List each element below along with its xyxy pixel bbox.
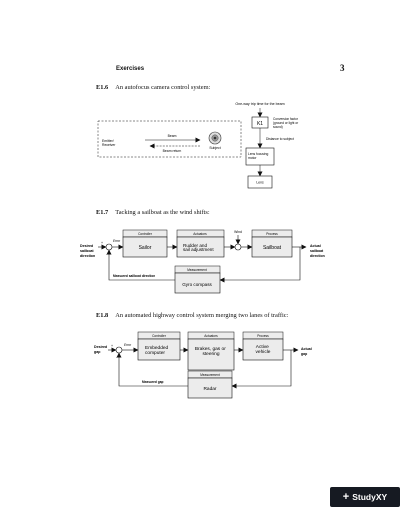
- minus-sign: –: [106, 252, 108, 256]
- actuator-label: Rudder and sail adjustment: [183, 243, 214, 252]
- lens-label: Lens: [256, 181, 264, 185]
- controller-label: Embedded computer: [145, 345, 170, 356]
- exercise-number: E1.6: [96, 84, 109, 91]
- emitter-label: Emitter/ Receiver: [102, 139, 116, 147]
- controller-caption: Controller: [152, 334, 167, 338]
- exercise-e1-6: E1.6 An autofocus camera control system:: [96, 84, 210, 91]
- conversion-label: Conversion factor (ground or light or so…: [273, 117, 299, 129]
- controller-label: Sailor: [139, 245, 152, 251]
- autofocus-diagram: One-way trip time for the beam K1 Conver…: [97, 102, 299, 189]
- sensor-block: [187, 377, 233, 399]
- actuator-label: Brakes, gas or steering: [195, 346, 227, 357]
- input-label: Desired gap: [94, 345, 108, 354]
- time-label: One-way trip time for the beam: [235, 102, 284, 106]
- plus-sign: +: [111, 344, 113, 348]
- process-block: [242, 338, 284, 361]
- process-label: Sailboat: [263, 245, 282, 251]
- sensor-block: [174, 272, 221, 294]
- beam-return-label: Beam return: [163, 149, 182, 153]
- summing-junction: [115, 346, 123, 354]
- minus-sign: –: [116, 355, 118, 359]
- sensor-label: Radar: [203, 386, 216, 392]
- exercise-number: E1.7: [96, 209, 109, 216]
- beam-label: Beam: [168, 134, 177, 138]
- watermark-brand: StudyXY: [352, 492, 388, 502]
- exercise-text: An automated highway control system merg…: [115, 312, 289, 319]
- lens-focusing-label: Lens focusing motor: [248, 152, 269, 160]
- actuator-block: [187, 338, 235, 371]
- controller-block: [137, 338, 181, 361]
- input-label: Desired sailboat direction: [80, 244, 95, 258]
- measured-label: Measured sailboat direction: [113, 274, 155, 278]
- distance-label: Distance to subject: [266, 137, 294, 141]
- measure-caption: Measurement: [187, 268, 207, 272]
- process-label: Active vehicle: [256, 344, 271, 355]
- process-caption: Process: [266, 232, 278, 236]
- measure-caption: Measurement: [200, 373, 220, 377]
- sailboat-diagram: Desired sailboat direction + – Error Con…: [80, 229, 325, 294]
- plus-icon: +: [342, 490, 350, 503]
- plus-sign: +: [101, 241, 103, 245]
- sensor-label: Gyro compass: [182, 282, 212, 287]
- exercise-text: Tacking a sailboat as the wind shifts:: [115, 209, 210, 216]
- actuator-caption: Actuators: [193, 232, 207, 236]
- output-label: Actual gap: [301, 347, 313, 356]
- measured-label: Measured gap: [142, 380, 163, 384]
- page-number: 3: [340, 63, 345, 73]
- exercise-text: An autofocus camera control system:: [115, 84, 211, 91]
- exercise-e1-8: E1.8 An automated highway control system …: [96, 312, 288, 319]
- exercise-e1-7: E1.7 Tacking a sailboat as the wind shift…: [96, 209, 210, 216]
- studyxy-watermark[interactable]: + StudyXY: [330, 487, 400, 507]
- lens-block: [247, 175, 273, 189]
- output-label: Actual sailboat direction: [310, 244, 325, 258]
- controller-caption: Controller: [138, 232, 153, 236]
- wind-label: Wind: [234, 230, 242, 234]
- error-label: Error: [113, 239, 121, 243]
- actuator-caption: Actuators: [204, 334, 218, 338]
- exercise-number: E1.8: [96, 312, 109, 319]
- subject-label: Subject: [209, 146, 220, 150]
- highway-diagram: Desired gap + – Error Controller Embedde…: [94, 331, 313, 399]
- camera-dashed-box: [97, 120, 242, 158]
- process-caption: Process: [257, 334, 269, 338]
- k1-label: K1: [257, 121, 263, 127]
- disturbance-junction: [234, 243, 242, 251]
- summing-junction: [105, 243, 113, 251]
- running-header: Exercises: [116, 66, 145, 72]
- error-label: Error: [124, 343, 132, 347]
